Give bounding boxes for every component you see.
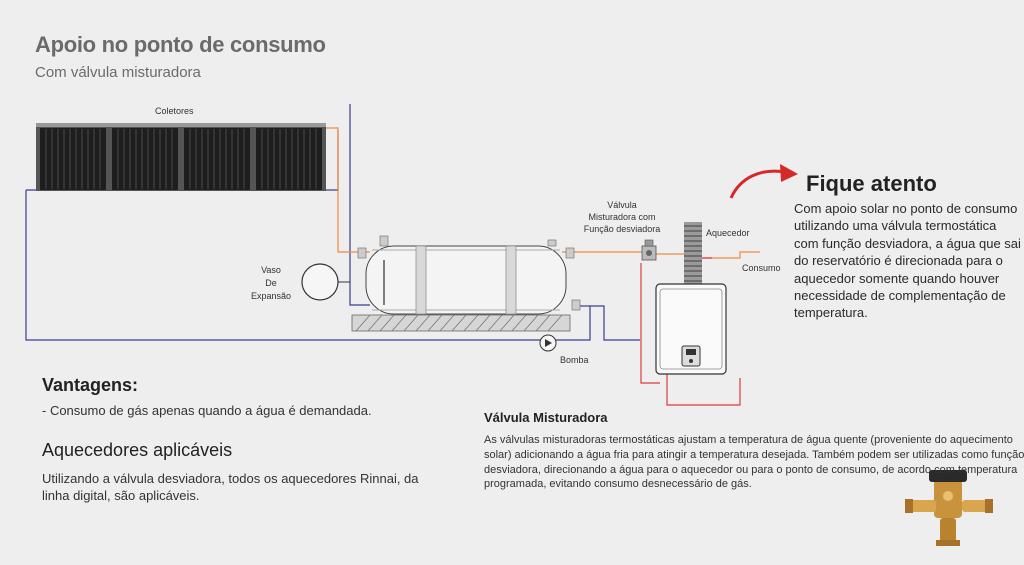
label-bomba: Bomba [560,355,589,365]
fique-atento-title: Fique atento [806,171,937,196]
pump-icon [539,334,557,352]
gas-heater-icon [655,222,727,375]
aquecedores-title: Aquecedores aplicáveis [42,440,233,460]
label-vaso-line-1: Vaso [261,265,281,275]
valvula-body: As válvulas misturadoras termostáticas a… [484,434,1024,491]
label-consumo: Consumo [742,263,781,273]
mixing-valve-icon [641,239,657,261]
label-vaso-line-3: Expansão [250,291,292,301]
expansion-vessel-icon [301,263,350,301]
label-valvula: Válvula Misturadora com Função desviador… [572,199,672,235]
vantagens-body: - Consumo de gás apenas quando a água é … [42,403,372,418]
page-subtitle: Com válvula misturadora [35,64,201,81]
label-valvula-line-3: Função desviadora [583,224,661,234]
curved-arrow-icon [729,164,798,199]
label-vaso-line-2: De [265,278,277,288]
solar-collector-icon [36,123,326,191]
water-tank-icon [357,235,581,315]
aquecedores-body: Utilizando a válvula desviadora, todos o… [42,471,419,503]
label-valvula-line-1: Válvula [607,200,637,210]
label-valvula-line-2: Misturadora com [588,212,656,222]
label-vaso-expansao: Vaso De Expansão [244,264,298,303]
label-coletores: Coletores [155,106,194,116]
page-title: Apoio no ponto de consumo [35,32,326,57]
label-aquecedor: Aquecedor [706,228,750,238]
tank-base [351,314,571,332]
fique-atento-body: Com apoio solar no ponto de consumo util… [794,201,1021,321]
vantagens-title: Vantagens: [42,375,139,395]
valvula-title: Válvula Misturadora [484,410,608,425]
valve-photo-icon [905,470,993,546]
